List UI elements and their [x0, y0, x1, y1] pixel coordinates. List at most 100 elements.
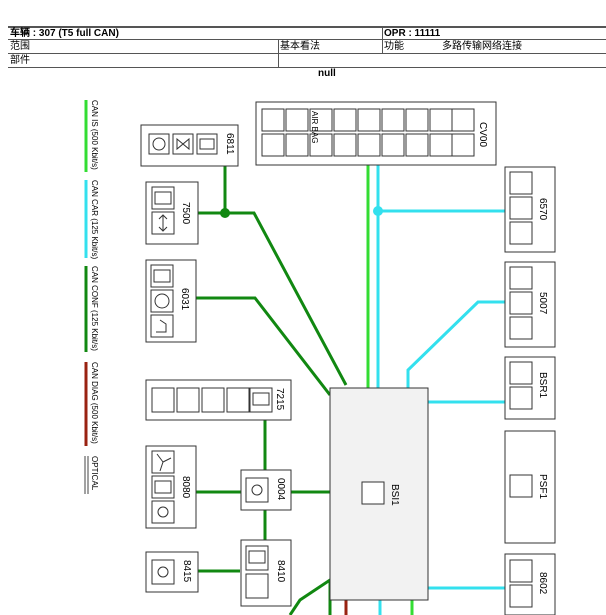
header-divider — [278, 40, 279, 68]
diagram-subtitle: null — [318, 68, 336, 79]
scope-label: 范围 — [8, 40, 278, 54]
wire-bottom — [288, 577, 332, 615]
arrow-icon — [357, 133, 381, 157]
basic-view-label: 基本看法 — [278, 40, 382, 54]
header-divider — [382, 28, 383, 54]
cv00-icon-row-top — [261, 108, 475, 132]
wire-7500 — [198, 211, 348, 386]
module-8602[interactable]: 8602 — [504, 553, 556, 615]
label-bsr1: BSR1 — [537, 372, 548, 399]
function-value: 多路传输网络连接 — [440, 40, 606, 54]
antenna-icon — [509, 584, 533, 608]
rear-fog-icon — [405, 108, 429, 132]
sun-icon — [509, 291, 533, 315]
ecu-icon — [509, 171, 533, 195]
function-label: 功能 — [382, 40, 440, 54]
parts-value — [278, 54, 606, 68]
display-icon — [201, 387, 225, 413]
module-6031[interactable]: 6031 — [145, 259, 197, 343]
wire-6031 — [196, 296, 332, 396]
label-5007: 5007 — [537, 292, 548, 315]
rain-icon — [509, 316, 533, 340]
ecu-icon — [309, 133, 333, 157]
cv00-icon-row-bottom — [261, 133, 475, 157]
instrument-icon — [245, 477, 269, 503]
label-8080: 8080 — [180, 476, 191, 499]
ecu-icon — [285, 133, 309, 157]
wires-can-is — [366, 165, 414, 615]
module-7215[interactable]: 7215 — [145, 379, 292, 421]
junction-7500 — [220, 208, 230, 218]
module-8080[interactable]: 8080 — [145, 445, 197, 529]
legend-label-can-is: CAN IS (500 Kbit/s) — [90, 100, 99, 170]
horn-icon — [285, 108, 309, 132]
label-8602: 8602 — [537, 572, 548, 595]
headlamp-icon — [357, 108, 381, 132]
lamp-icon — [429, 108, 453, 132]
steering-icon — [261, 133, 285, 157]
label-6811: 6811 — [224, 133, 235, 155]
legend-label-can-diag: CAN DIAG (500 Kbit/s) — [90, 362, 99, 444]
label-8410: 8410 — [275, 560, 286, 583]
ecu-icon — [509, 266, 533, 290]
ecu-icon — [509, 474, 533, 498]
label-7500: 7500 — [180, 202, 191, 225]
lamp-icon — [451, 133, 475, 157]
sun-icon — [151, 500, 175, 524]
washer-icon — [333, 108, 357, 132]
label-bsi1: BSI1 — [389, 484, 400, 506]
label-cv00: CV00 — [477, 122, 488, 147]
module-6570[interactable]: 6570 — [504, 166, 556, 253]
airbag-icon — [509, 196, 533, 220]
module-cv00[interactable]: AIR BAG CV00 — [255, 101, 497, 166]
radio-icon — [245, 573, 269, 599]
module-0004[interactable]: 0004 — [240, 469, 292, 511]
ecu-icon — [361, 481, 385, 505]
header-table: 车辆 : 307 (T5 full CAN) OPR : 11111 范围 基本… — [8, 26, 606, 70]
module-7500[interactable]: 7500 — [145, 181, 199, 245]
mirror-icon — [405, 133, 429, 157]
ecu-icon — [509, 559, 533, 583]
display-icon — [176, 387, 200, 413]
module-psf1[interactable]: PSF1 — [504, 430, 556, 544]
display-icon — [151, 387, 175, 413]
module-8410[interactable]: 8410 — [240, 539, 292, 607]
wiper-icon — [261, 108, 285, 132]
parts-label: 部件 — [8, 54, 278, 68]
wires-can-car — [376, 165, 505, 615]
ecu-icon — [509, 361, 533, 385]
vehicle-label: 车辆 : 307 (T5 full CAN) — [8, 28, 382, 40]
seat-icon — [150, 314, 174, 338]
wires-can-conf — [196, 165, 348, 615]
label-0004: 0004 — [275, 478, 286, 501]
seatbelt-icon — [509, 221, 533, 245]
module-8415[interactable]: 8415 — [145, 551, 199, 593]
junction-cyan — [373, 206, 383, 216]
airbag-icon — [309, 108, 333, 132]
module-bsi1[interactable]: BSI1 — [329, 387, 429, 601]
car-icon — [509, 386, 533, 410]
module-5007[interactable]: 5007 — [504, 261, 556, 348]
label-8415: 8415 — [181, 560, 192, 583]
radio-icon — [333, 133, 357, 157]
radio-icon — [151, 559, 175, 585]
airbag-text: AIR BAG — [310, 111, 319, 143]
legend-label-can-car: CAN CAR (125 Kbit/s) — [90, 180, 99, 259]
wire-5007 — [406, 300, 505, 388]
ecu-icon — [245, 545, 269, 571]
display-icon — [226, 387, 250, 413]
door-icon — [429, 133, 453, 157]
lamp-icon — [451, 108, 475, 132]
opr-label: OPR : 11111 — [382, 28, 606, 40]
module-6811[interactable]: 6811 — [140, 124, 239, 167]
label-6031: 6031 — [179, 288, 190, 311]
label-psf1: PSF1 — [537, 474, 548, 499]
legend-label-can-conf: CAN CONF (125 Kbit/s) — [90, 266, 99, 351]
motor-icon — [150, 289, 174, 313]
legend-label-optical: OPTICAL — [90, 456, 99, 491]
label-6570: 6570 — [537, 198, 548, 221]
legend: CAN IS (500 Kbit/s) CAN CAR (125 Kbit/s)… — [84, 100, 99, 494]
motor-icon — [148, 133, 170, 155]
module-bsr1[interactable]: BSR1 — [504, 356, 556, 420]
